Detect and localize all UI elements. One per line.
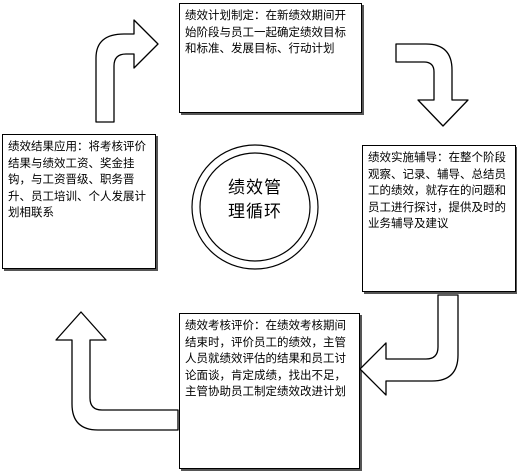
arrow-down-left-icon <box>359 294 459 396</box>
coaching-box: 绩效实施辅导：在整个阶段观察、记录、辅导、总结员工的绩效，就存在的问题和员工进行… <box>362 145 516 292</box>
center-ring <box>191 144 319 270</box>
arrow-up-right-icon <box>95 19 159 123</box>
arrow-left-up-icon <box>55 311 179 431</box>
plan-box: 绩效计划制定：在新绩效期间开始阶段与员工一起确定绩效目标和标准、发展目标、行动计… <box>179 3 362 113</box>
center-title: 绩效管 理循环 <box>212 176 298 224</box>
center-title-line1: 绩效管 <box>228 178 282 198</box>
evaluation-box: 绩效考核评价：在绩效考核期间结束时，评价员工的绩效，主管人员就绩效评估的结果和员… <box>179 313 360 469</box>
application-box: 绩效结果应用：将考核评价结果与绩效工资、奖金挂钩，与工资晋级、职务晋升、员工培训… <box>2 134 156 269</box>
arrow-right-down-icon <box>395 43 469 127</box>
center-title-line2: 理循环 <box>228 202 282 222</box>
